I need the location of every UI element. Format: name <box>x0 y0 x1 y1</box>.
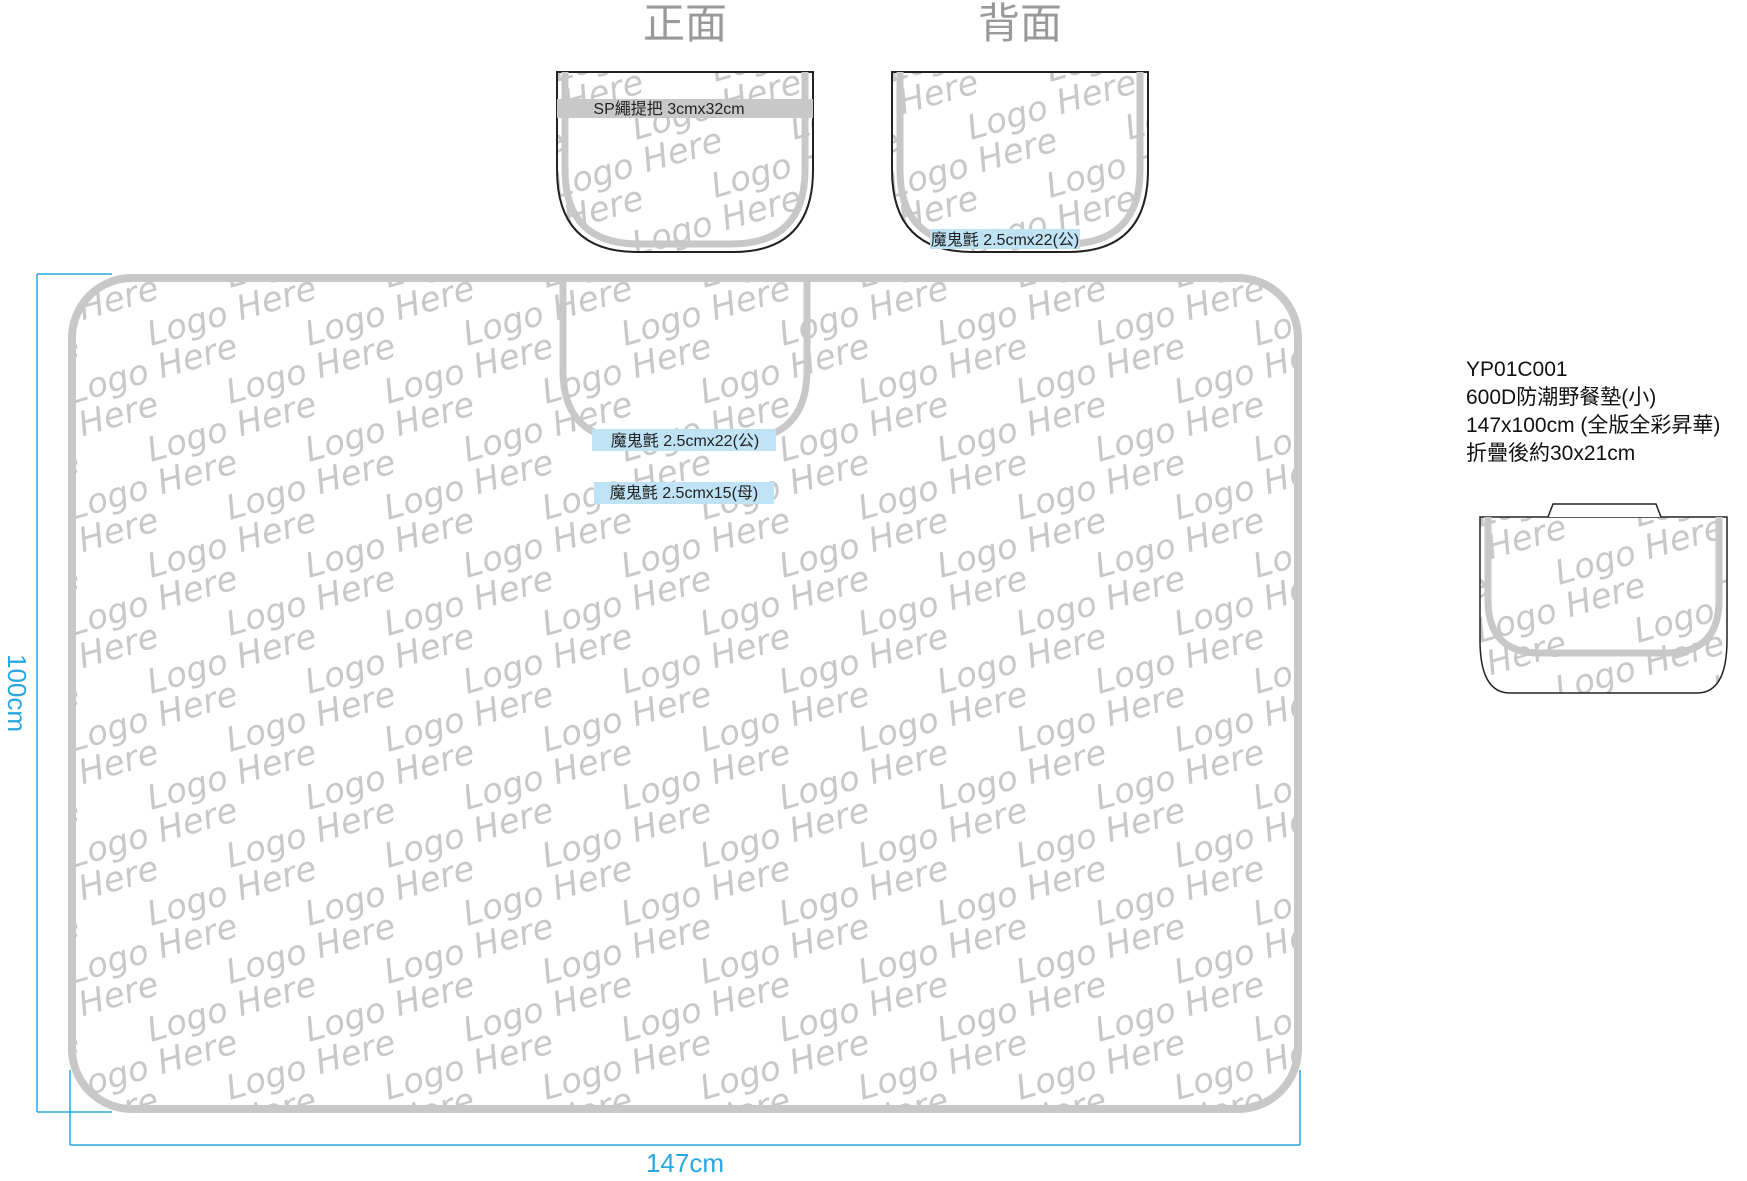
watermark-text: Logo Here <box>1327 906 1506 993</box>
mat-velcro-male-label: 魔鬼氈 2.5cmx22(公) <box>611 431 759 450</box>
watermark-text: Logo Here <box>1327 674 1506 761</box>
watermark-text: Logo Here <box>1248 500 1427 587</box>
dimension-width: 147cm <box>69 1070 1301 1178</box>
product-name: 600D防潮野餐墊(小) <box>1466 386 1657 409</box>
watermark-text: Logo Here <box>1248 384 1427 471</box>
product-code: YP01C001 <box>1466 358 1568 381</box>
watermark-text: Logo Here <box>1406 848 1585 935</box>
watermark-text: Logo Here <box>1199 120 1378 207</box>
watermark-text: Logo Here <box>1327 1022 1506 1109</box>
product-size: 147x100cm (全版全彩昇華) <box>1466 414 1721 437</box>
handle-label: SP繩提把 3cmx32cm <box>593 100 744 118</box>
back-velcro-label: 魔鬼氈 2.5cmx22(公) <box>931 230 1079 249</box>
watermark-text: Logo Here <box>1327 210 1506 297</box>
watermark-text: Logo Here <box>1406 732 1585 819</box>
mat-velcro-female-highlight <box>594 482 774 504</box>
product-folded-size: 折疊後約30x21cm <box>1466 442 1636 465</box>
watermark-text: Logo Here <box>1248 732 1427 819</box>
watermark-text: Logo Here <box>1278 62 1457 149</box>
watermark-text: Logo Here <box>1278 178 1457 265</box>
watermark-text: Logo Here <box>0 210 84 297</box>
height-label: 100cm <box>2 654 32 732</box>
watermark-text: Logo Here <box>1406 268 1585 355</box>
dimension-height: 100cm <box>2 273 112 1113</box>
back-velcro-highlight <box>930 229 1080 249</box>
product-info: YP01C001 600D防潮野餐墊(小) 147x100cm (全版全彩昇華)… <box>1466 356 1720 468</box>
watermark-text: Logo Here <box>390 4 569 91</box>
front-view-title: 正面 <box>643 0 727 48</box>
watermark-text: Logo Here <box>1313 565 1492 652</box>
watermark-text: Logo Here <box>0 1080 163 1167</box>
watermark-text: Logo Here <box>1199 4 1378 91</box>
back-view-title: 背面 <box>978 0 1062 48</box>
handle-band <box>557 99 813 118</box>
watermark-text: Logo Here <box>1406 964 1585 1051</box>
watermark-text: Logo Here <box>390 120 569 207</box>
mat-velcro-female-label: 魔鬼氈 2.5cmx15(母) <box>610 483 758 502</box>
watermark-text: Logo Here <box>1248 616 1427 703</box>
watermark-text: Logo Here <box>1248 848 1427 935</box>
watermark-text: Logo Here <box>1406 1080 1585 1167</box>
watermark-text: Logo Here <box>1248 964 1427 1051</box>
width-label: 147cm <box>646 1148 724 1178</box>
watermark-text: Logo Here <box>1248 268 1427 355</box>
watermark-text: Logo Here <box>1327 790 1506 877</box>
mat-velcro-male-highlight <box>592 429 776 451</box>
